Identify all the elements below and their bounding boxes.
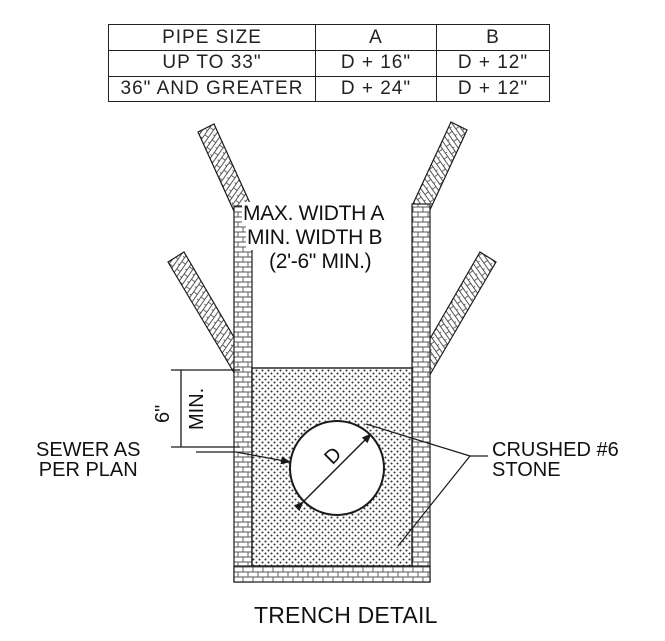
- stone-callout-line2: STONE: [492, 459, 561, 481]
- depth-value-label: 6": [152, 404, 174, 423]
- cell-pipe-size: 36" AND GREATER: [108, 75, 316, 103]
- header-pipe-size: PIPE SIZE: [108, 23, 316, 52]
- sewer-pipe: [289, 420, 385, 516]
- trench-walls: [233, 203, 431, 583]
- header-a: A: [315, 23, 437, 52]
- table-row: 36" AND GREATER D + 24" D + 12": [108, 75, 550, 103]
- bedding-depth-dimension: [171, 369, 240, 448]
- table-header-row: PIPE SIZE A B: [108, 23, 550, 52]
- depth-min-label: MIN.: [186, 387, 208, 430]
- table-row: UP TO 33" D + 16" D + 12": [108, 50, 550, 77]
- max-width-label: MAX. WIDTH A: [242, 202, 386, 226]
- min-width-label: MIN. WIDTH B: [246, 226, 384, 250]
- cell-b: D + 12": [436, 75, 550, 103]
- stone-callout-line1: CRUSHED #6: [492, 439, 619, 461]
- cell-a: D + 24": [315, 75, 437, 103]
- drawing-title: TRENCH DETAIL: [254, 602, 438, 628]
- sewer-callout: SEWER AS PER PLAN: [36, 440, 140, 480]
- sewer-callout-line1: SEWER AS: [36, 439, 141, 461]
- stone-callout: CRUSHED #6 STONE: [492, 440, 619, 480]
- min-width-note: (2'-6" MIN.): [268, 250, 373, 274]
- pipe-size-table: PIPE SIZE A B UP TO 33" D + 16" D + 12" …: [108, 23, 550, 103]
- leader-lines: [196, 423, 488, 547]
- cell-b: D + 12": [436, 50, 550, 77]
- cell-pipe-size: UP TO 33": [108, 50, 316, 77]
- sewer-callout-line2: PER PLAN: [38, 459, 138, 481]
